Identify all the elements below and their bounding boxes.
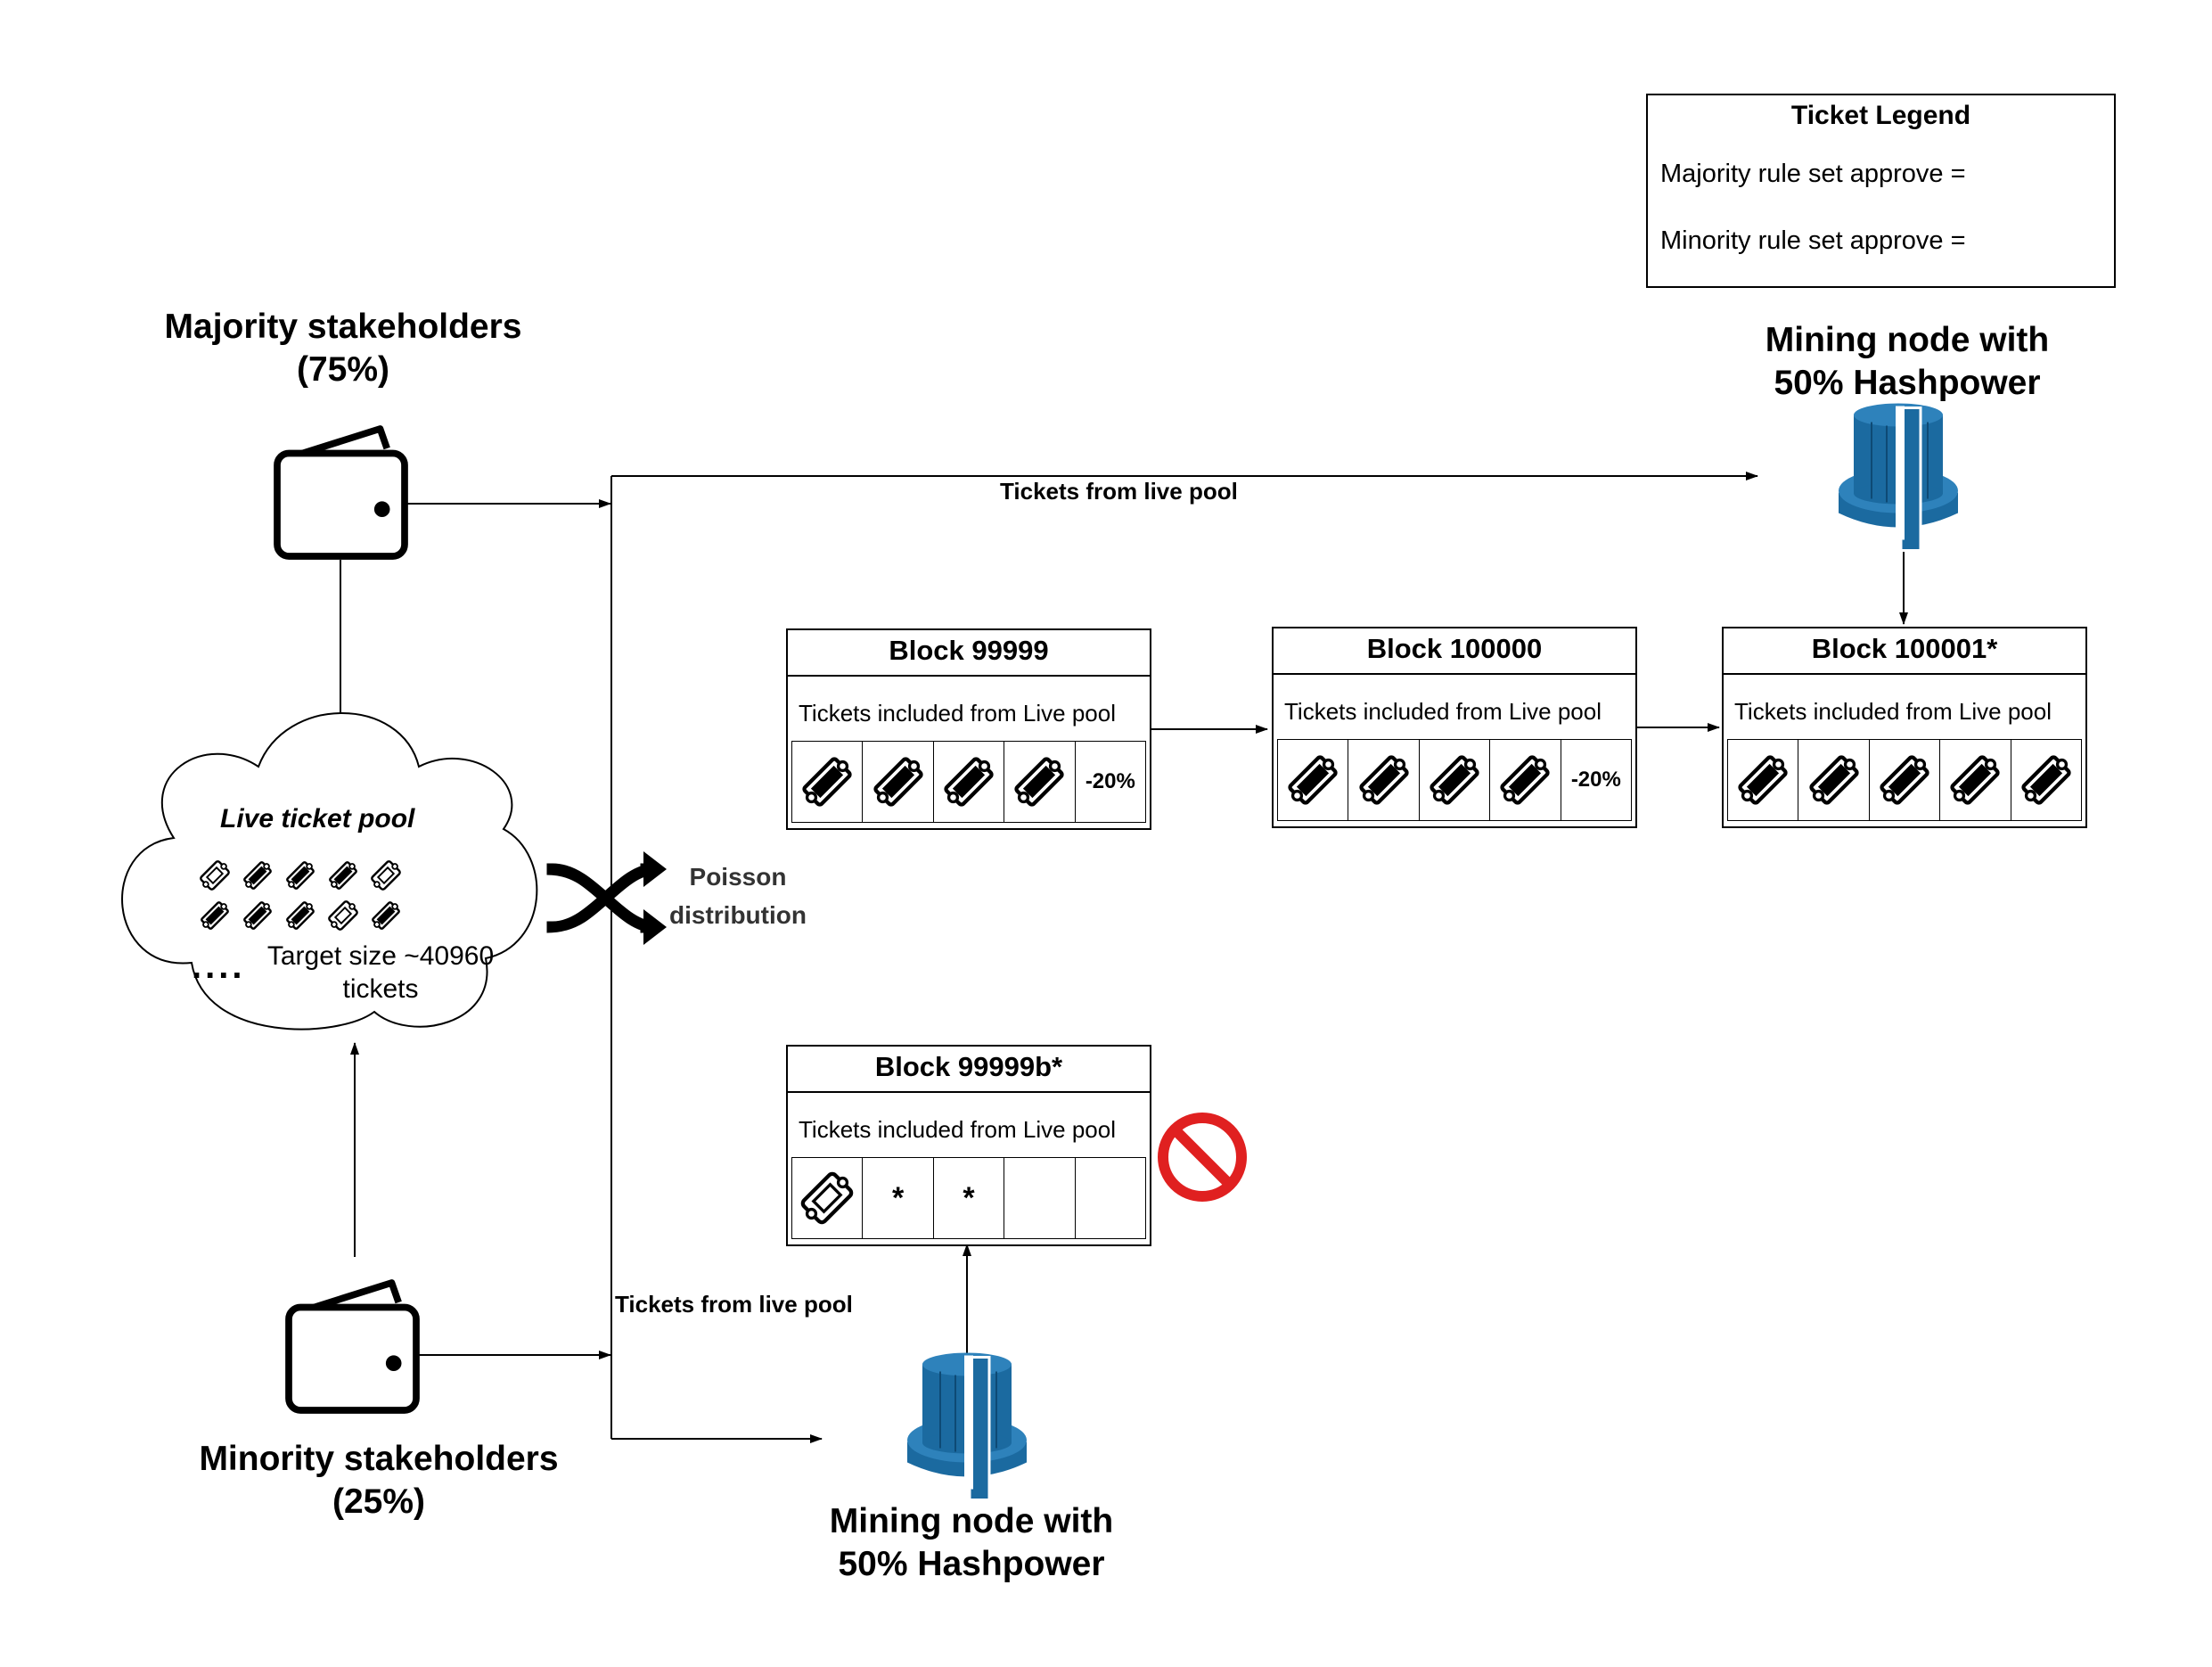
pool-ellipsis: .... [192,947,246,986]
block-cell: * [934,1158,1005,1238]
mining-node-bottom-icon [905,1351,1028,1502]
live-ticket-pool-cloud [121,712,538,1031]
block-99999: Block 99999 Tickets included from Live p… [786,628,1151,830]
block-cell [1004,1158,1076,1238]
block-cell [1420,740,1491,820]
majority-ticket-icon [869,752,928,811]
block-cell [1490,740,1561,820]
block-ticket-cells: -20% [791,741,1146,823]
poisson-distribution-label: Poisson distribution [669,863,807,929]
block-cell: -20% [1076,742,1145,822]
prohibited-icon [1158,1113,1247,1202]
pool-target-size: Target size ~40960 tickets [266,941,495,1004]
block-cell [1076,1158,1145,1238]
majority-ticket-icon [1875,751,1934,809]
block-cell [934,742,1005,822]
block-100000: Block 100000 Tickets included from Live … [1272,627,1637,828]
block-title: Block 99999 [788,630,1150,677]
block-100001: Block 100001* Tickets included from Live… [1722,627,2087,828]
majority-ticket-icon [1283,751,1342,809]
block-cell [792,742,864,822]
block-subtitle: Tickets included from Live pool [1734,698,2052,725]
edge-label-top: Tickets from live pool [1000,478,1238,505]
minority-wallet-icon [289,1283,416,1410]
block-subtitle: Tickets included from Live pool [799,700,1116,727]
block-cell [1940,740,2011,820]
block-ticket-cells: ** [791,1157,1146,1239]
block-cell [1870,740,1941,820]
mining-node-top-title: Mining node with 50% Hashpower [1765,321,2050,402]
majority-ticket-icon [1425,751,1484,809]
majority-wallet-icon [277,429,405,556]
block-ticket-cells: -20% [1277,739,1632,821]
block-cell [792,1158,864,1238]
penalty-label: -20% [1570,768,1621,792]
majority-ticket-icon [1946,751,2004,809]
legend-title: Ticket Legend [1790,101,1971,130]
majority-ticket-icon [1010,752,1069,811]
minority-stakeholders-title: Minority stakeholders (25%) [199,1440,559,1521]
legend-minority-label: Minority rule set approve = [1660,226,1966,255]
block-99999b: Block 99999b* Tickets included from Live… [786,1045,1151,1246]
block-title: Block 100000 [1274,628,1635,675]
block-cell: * [863,1158,934,1238]
block-cell [2011,740,2081,820]
ticket-legend: Ticket Legend Majority rule set approve … [1646,94,2116,288]
majority-ticket-icon [1495,751,1554,809]
block-title: Block 99999b* [788,1047,1150,1093]
block-cell [1798,740,1870,820]
edge-label-bottom: Tickets from live pool [615,1291,853,1318]
pending-ticket-marker: * [891,1180,905,1215]
block-cell [1728,740,1799,820]
penalty-label: -20% [1085,769,1135,793]
block-cell [1278,740,1349,820]
majority-ticket-icon [2017,751,2076,809]
majority-ticket-icon [939,752,998,811]
live-ticket-pool-title: Live ticket pool [220,804,415,834]
majority-ticket-icon [1355,751,1413,809]
block-cell [1348,740,1420,820]
block-subtitle: Tickets included from Live pool [799,1116,1116,1143]
mining-node-top-icon [1837,401,1960,553]
mining-node-bottom-title: Mining node with 50% Hashpower [829,1502,1114,1583]
majority-stakeholders-title: Majority stakeholders (75%) [164,308,522,389]
shuffle-icon [546,863,656,933]
block-ticket-cells [1727,739,2082,821]
majority-ticket-icon [1805,751,1864,809]
legend-majority-label: Majority rule set approve = [1660,160,1966,188]
block-cell: -20% [1561,740,1631,820]
majority-ticket-icon [1733,751,1792,809]
block-cell [1004,742,1076,822]
block-cell [863,742,934,822]
pending-ticket-marker: * [963,1180,975,1215]
block-title: Block 100001* [1724,628,2085,675]
block-subtitle: Tickets included from Live pool [1284,698,1602,725]
minority-ticket-icon [798,1169,856,1228]
majority-ticket-icon [798,752,856,811]
